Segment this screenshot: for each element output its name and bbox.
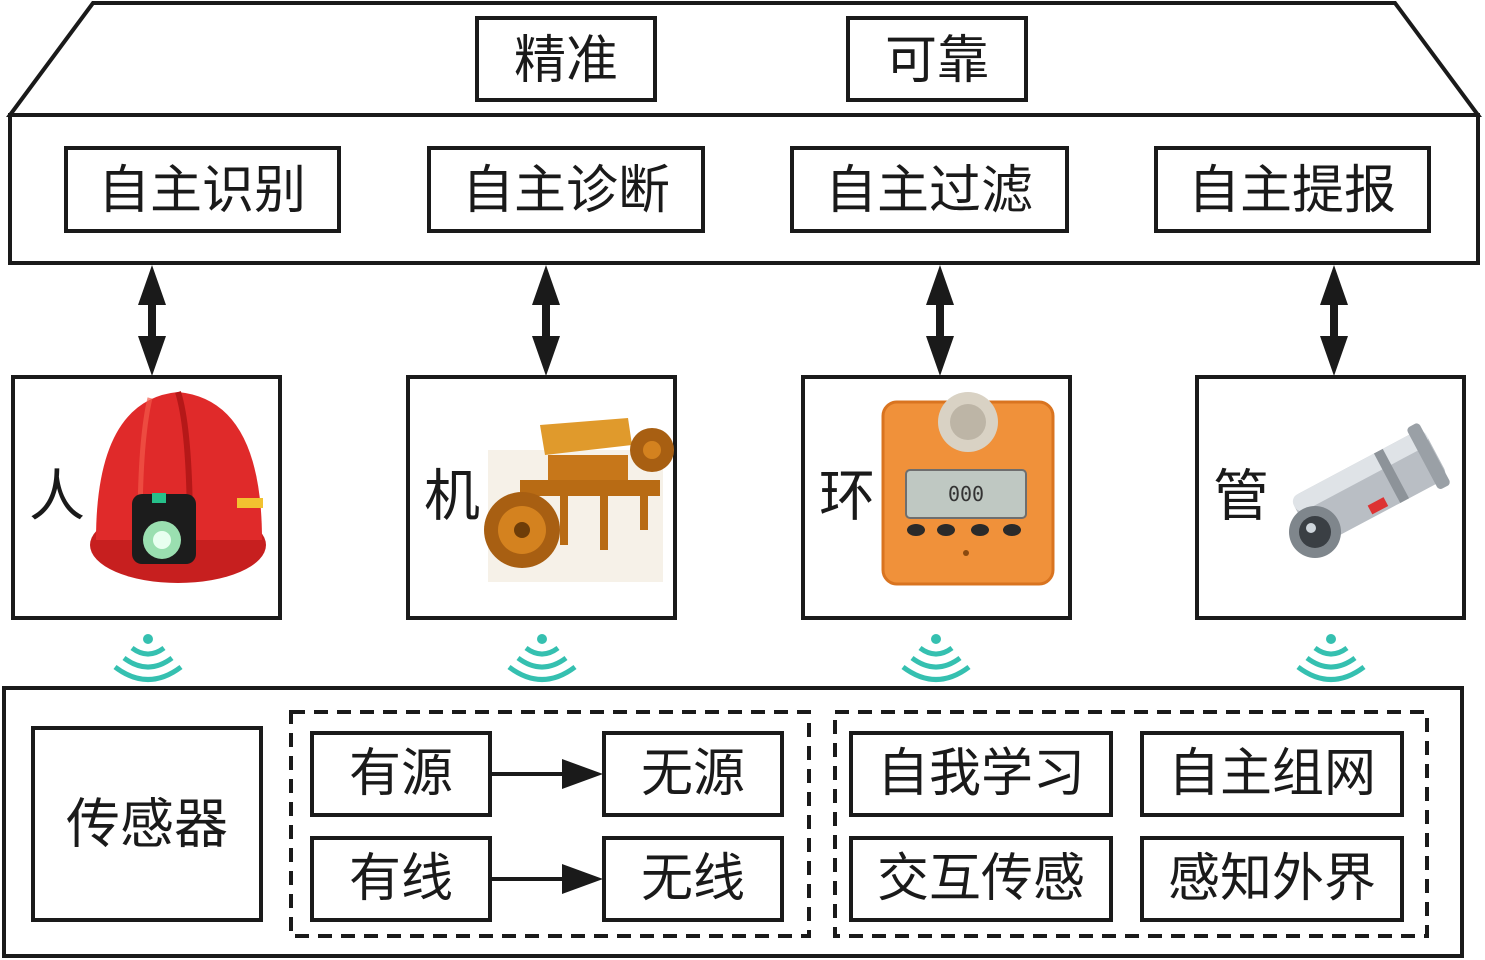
function-label: 自主识别 [98,161,306,221]
double-arrow-management [1320,265,1348,376]
quality-label: 精准 [514,31,618,91]
object-box-environment: 环 000 [801,375,1072,620]
object-label: 管 [1213,465,1269,530]
sensor-label: 传感器 [66,793,228,856]
function-box-filter: 自主过滤 [790,146,1069,233]
surveillance-camera-icon [1289,423,1450,558]
wireless-signal-icon [113,634,183,682]
function-box-diagnose: 自主诊断 [427,146,705,233]
transition-to-label: 无线 [641,849,745,909]
capability-label: 自我学习 [877,744,1085,804]
transition-arrowhead [562,864,603,894]
capability-label: 自主组网 [1168,744,1376,804]
object-box-management: 管 [1195,375,1466,620]
capability-box-perceive-outside: 感知外界 [1140,836,1404,922]
gas-detector-icon: 000 [881,392,1055,586]
capability-box-self-networking: 自主组网 [1140,731,1404,817]
function-box-identify: 自主识别 [64,146,341,233]
detector-reading: 000 [948,482,984,506]
double-arrow-machine [532,265,560,376]
function-label: 自主提报 [1188,161,1396,221]
function-label: 自主过滤 [825,161,1033,221]
mining-machine-icon [484,418,674,582]
transition-from-label: 有源 [349,744,453,804]
capability-box-interactive-sensing: 交互传感 [849,836,1113,922]
double-arrow-person [138,265,166,376]
quality-box-precise: 精准 [475,16,657,102]
transition-row-power: 有源 无源 [310,731,784,817]
double-arrow-environment [926,265,954,376]
sensor-box: 传感器 [31,726,263,922]
transition-arrowhead [562,759,603,789]
wireless-signal-icon [901,634,971,682]
object-box-person: 人 [11,375,282,620]
capability-label: 感知外界 [1168,849,1376,909]
object-box-machine: 机 [406,375,677,620]
transition-row-wire: 有线 无线 [310,836,784,922]
capability-box-self-learning: 自我学习 [849,731,1113,817]
object-label: 机 [424,465,480,530]
transition-to-label: 无源 [641,744,745,804]
safety-helmet-icon [90,391,266,583]
wireless-signal-icon [507,634,577,682]
capability-group [833,710,1429,938]
top-roof [6,0,1482,117]
transition-from-label: 有线 [349,849,453,909]
function-label: 自主诊断 [462,161,670,221]
function-box-report: 自主提报 [1154,146,1431,233]
quality-label: 可靠 [885,31,989,91]
transition-group [289,710,811,938]
object-label: 人 [29,465,85,530]
capability-label: 交互传感 [877,849,1085,909]
quality-box-reliable: 可靠 [846,16,1028,102]
object-label: 环 [819,465,875,530]
wireless-signal-icon [1296,634,1366,682]
